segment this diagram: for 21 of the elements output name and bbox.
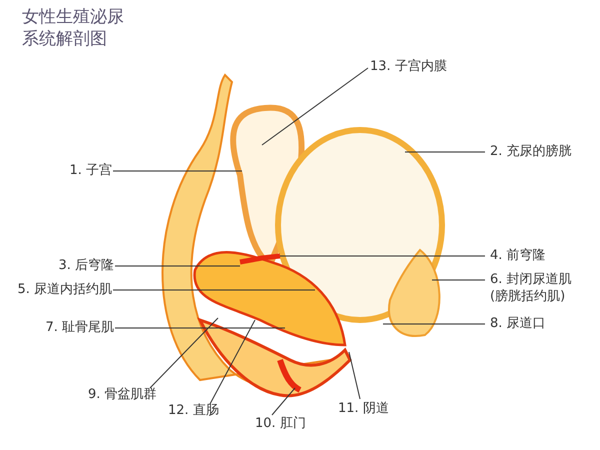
leader-line (112, 170, 242, 172)
part-label: 9. 骨盆肌群 (88, 386, 157, 403)
leader-line (262, 68, 368, 146)
part-label: (膀胱括约肌) (490, 288, 566, 305)
part-label: 5. 尿道内括约肌 (17, 281, 112, 298)
part-label: 7. 耻骨尾肌 (45, 319, 114, 336)
part-label: 4. 前穹隆 (490, 247, 546, 264)
leader-line (210, 320, 256, 404)
part-label: 12. 直肠 (168, 402, 219, 419)
diagram-title: 女性生殖泌尿系统解剖图 (22, 6, 125, 50)
part-label: 8. 尿道口 (490, 315, 546, 332)
part-label: 1. 子宫 (69, 162, 112, 179)
part-label: 6. 封闭尿道肌 (490, 271, 572, 288)
part-label: 10. 肛门 (255, 415, 306, 432)
part-label: 2. 充尿的膀胱 (490, 143, 572, 160)
part-label: 13. 子宫内膜 (370, 58, 447, 75)
leader-line (272, 388, 296, 416)
leader-line (348, 352, 360, 400)
part-label: 11. 阴道 (338, 400, 389, 417)
part-label: 3. 后穹隆 (58, 257, 114, 274)
leader-line (150, 318, 218, 388)
